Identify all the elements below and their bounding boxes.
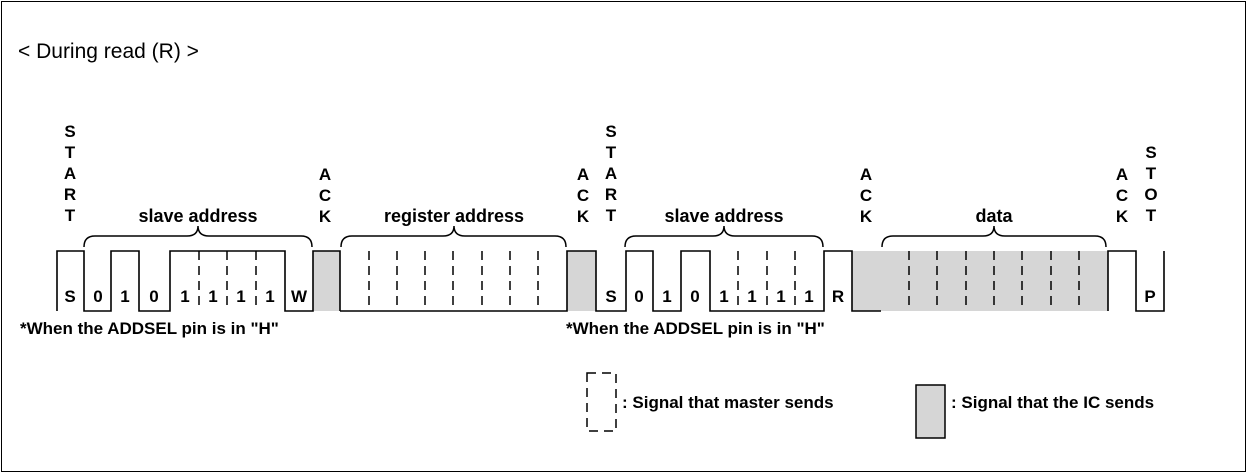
bit-addr2-2: 0 bbox=[690, 287, 699, 306]
bit-addr2-6: 1 bbox=[804, 287, 813, 306]
bit-addr2-4: 1 bbox=[747, 287, 756, 306]
addsel-note-1: *When the ADDSEL pin is in "H" bbox=[20, 319, 279, 338]
legend-ic-swatch bbox=[915, 384, 946, 439]
brace-register bbox=[340, 225, 567, 248]
brace-shapes bbox=[83, 225, 1107, 248]
brace-label-register: register address bbox=[384, 206, 524, 226]
diagram-title: < During read (R) > bbox=[18, 40, 199, 63]
brace-label-slave1: slave address bbox=[138, 206, 257, 226]
brace-data bbox=[881, 225, 1107, 248]
legend-master-label: : Signal that master sends bbox=[622, 393, 834, 412]
ack-shade-2 bbox=[567, 251, 596, 311]
bit-read: R bbox=[832, 287, 844, 306]
legend-ic-label: : Signal that the IC sends bbox=[951, 393, 1154, 412]
bit-values: S 0 1 0 1 1 1 1 W S 0 1 0 1 1 1 1 R P bbox=[64, 287, 1155, 306]
brace-slave2 bbox=[624, 225, 824, 248]
bit-addr1-5: 1 bbox=[236, 287, 245, 306]
legend: : Signal that master sends : Signal that… bbox=[586, 372, 1154, 432]
brace-label-data: data bbox=[975, 206, 1013, 226]
bit-addr2-0: 0 bbox=[634, 287, 643, 306]
bit-addr1-6: 1 bbox=[265, 287, 274, 306]
bit-addr2-1: 1 bbox=[662, 287, 671, 306]
addsel-note-2: *When the ADDSEL pin is in "H" bbox=[566, 319, 825, 338]
legend-master-swatch bbox=[586, 372, 617, 432]
bit-start-2: S bbox=[605, 287, 616, 306]
ack-shade-1 bbox=[313, 251, 340, 311]
brace-slave1 bbox=[83, 225, 313, 248]
waveform-trace bbox=[56, 250, 1165, 312]
bit-addr2-3: 1 bbox=[719, 287, 728, 306]
bit-addr1-0: 0 bbox=[93, 287, 102, 306]
bit-addr2-5: 1 bbox=[776, 287, 785, 306]
bit-addr1-2: 0 bbox=[149, 287, 158, 306]
bit-stop: P bbox=[1144, 287, 1155, 306]
master-bit-dividers bbox=[198, 251, 1080, 311]
bit-addr1-3: 1 bbox=[180, 287, 189, 306]
ack-shade-3 bbox=[852, 251, 881, 311]
bit-write: W bbox=[291, 287, 308, 306]
bit-addr1-4: 1 bbox=[208, 287, 217, 306]
bit-start-1: S bbox=[64, 287, 75, 306]
brace-label-slave2: slave address bbox=[664, 206, 783, 226]
bit-addr1-1: 1 bbox=[120, 287, 129, 306]
